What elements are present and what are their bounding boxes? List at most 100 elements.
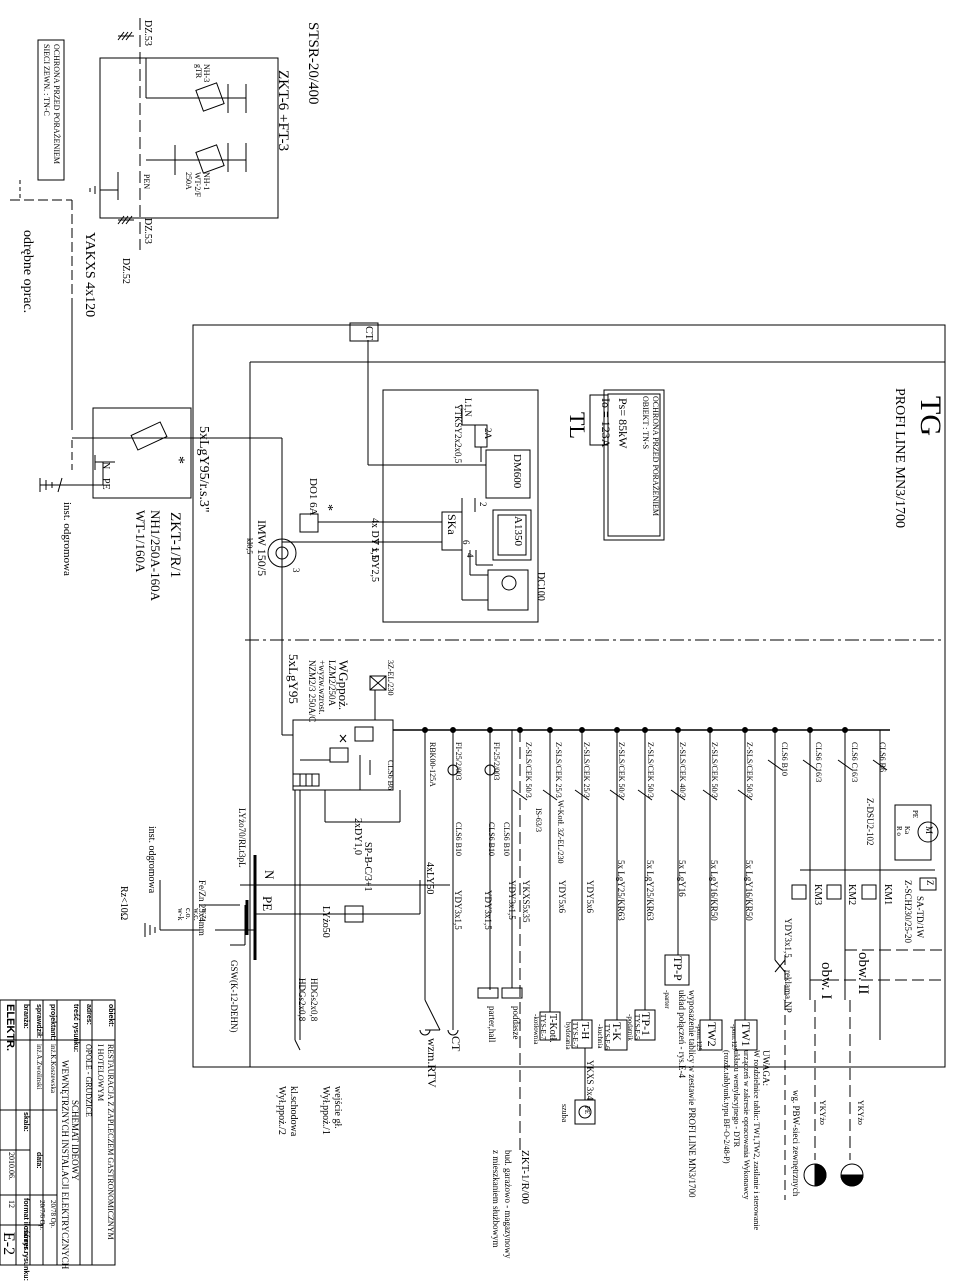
feeder-destination: TW2 — [705, 1022, 719, 1047]
dm600-box — [485, 449, 531, 499]
wgppoz-label: WGppoż. — [336, 660, 351, 711]
tb-nr2: 20/7/6 Op. — [38, 1200, 46, 1230]
motor-label: M — [924, 826, 934, 835]
wk-label: w-k — [176, 908, 185, 921]
tb-obiekt-2: I HOTELOWYM — [96, 1044, 105, 1102]
feeder-cable: 5x LgY25/KR63 — [616, 860, 626, 921]
a1350-box — [492, 509, 532, 561]
ez-relay-icon — [369, 675, 387, 691]
board-title: TG — [914, 396, 947, 436]
motor-pe-label: PE — [911, 810, 919, 819]
tb-spr-label: sprawdził: — [35, 1004, 42, 1039]
klat1-label: kl.schodowa — [288, 1086, 299, 1137]
fuse-nh3-icon — [195, 82, 225, 112]
board-power2: Io = 123A — [599, 398, 613, 448]
feeder-cable: 5x LgY16 — [677, 860, 687, 897]
km1-icon — [861, 884, 877, 900]
ydy3-label: YDY3x1,5 — [507, 880, 517, 920]
dz52-label: DZ.52 — [120, 258, 131, 284]
a1350-label: A1350 — [512, 516, 524, 546]
ez-label: 3Z-EL/230 — [386, 660, 395, 696]
separate-label: odrębne oprac. — [20, 230, 35, 314]
clock-icon — [501, 575, 517, 591]
pe-socket-label: PE — [583, 1106, 591, 1115]
tb-tresc-2: WEWNĘTRZNYCH INSTALACJI ELEKTRYCZNYCH — [60, 1060, 70, 1270]
tw2-box — [699, 1019, 723, 1051]
tkotl-sub: TYS-E-7 -kotłownia — [532, 1014, 547, 1045]
ydy1-label: YDY3x1,5 — [453, 890, 463, 930]
fi2-label: FI-25/2/003 — [492, 742, 501, 781]
tw1-box — [734, 1019, 758, 1051]
ykyo1-label: YKYżo — [856, 1100, 865, 1125]
lyzo-terminal-icon — [344, 905, 364, 923]
ct-box — [349, 322, 379, 342]
tb-data: 2010.06. — [7, 1152, 16, 1180]
protection-external-label1: OCHRONA PRZED PORAŻENIEM — [52, 44, 61, 165]
fuse-nh3-label: NH-3 gTR — [194, 64, 211, 83]
feeder-destination: TP-P — [671, 956, 685, 981]
fuse2a-label: 2A — [483, 428, 493, 439]
board-subtitle: PROFI LINE MN3/1700 — [892, 388, 907, 529]
zkt-fuse-icon — [130, 421, 168, 451]
circuit-b4: CLS6 B10 — [780, 742, 789, 777]
zkt-ground-label: inst. odgromowa — [61, 502, 73, 576]
wej2-label: Wył.ppoż./1 — [320, 1086, 331, 1135]
feeder-breaker: Z-SLS/CEK 50/3 — [710, 742, 719, 798]
fuse-nh1-label: NH-1 WT-2/F 250A — [184, 172, 211, 198]
feeder-destination: TP-1 — [639, 1012, 653, 1036]
tb-nrrys: E-2 — [0, 1232, 17, 1256]
tb-adres: OPOLE - GRUDZICE — [84, 1044, 93, 1117]
feeder-cable: 5x LgY16/KR50 — [744, 860, 754, 921]
wgppoz-l1: LZM2/250A — [327, 660, 337, 706]
th-box — [571, 1019, 593, 1049]
tb-tresc-label: treść rysunku: — [72, 1004, 79, 1053]
pen-label: PEN — [142, 174, 151, 190]
feeder-breaker: Z-SLS/CEK 25/3 — [582, 742, 591, 798]
th-sub: TYS-E-7 bydotania — [564, 1022, 579, 1050]
lyzo70-label: LYżo70/RLt3pL — [237, 808, 247, 868]
motor-ro-label: R o — [895, 826, 903, 836]
tkotl-box — [539, 1011, 561, 1041]
zkt1r-label3: z mieszkaniem służbowym — [491, 1150, 501, 1248]
feeder-columns — [424, 730, 888, 1150]
tl-n6: 6 — [461, 540, 471, 545]
zkt6-box — [99, 57, 279, 219]
ydy2-label: YDY3x1,5 — [483, 890, 493, 930]
tb-branza-label: branża: — [22, 1004, 29, 1029]
ska-label: SKa — [445, 514, 459, 535]
zkt-n-label: N — [100, 462, 111, 470]
tp1-box — [634, 1009, 656, 1041]
tp1-sub: TYS-E-5 -podatnik — [626, 1014, 641, 1041]
rz-label: Rz<10Ω — [118, 886, 129, 921]
cls6b6-label: CLS6 B6 — [386, 760, 395, 791]
tpp-box — [664, 954, 690, 986]
pe-bar-label: PE — [260, 896, 275, 912]
supply-section — [10, 18, 279, 470]
gsw-label: GSW(K-12-DEHN) — [229, 960, 239, 1033]
board-tg-frame — [192, 324, 946, 1068]
zkt-line3: WT-1/160A — [133, 510, 148, 573]
ct-lower-label: CT — [449, 1036, 463, 1052]
wc-label: w.c. — [192, 908, 201, 921]
zkt-line2: NH1/250A-160A — [148, 510, 163, 601]
wz-label: w.z. — [200, 908, 209, 921]
fi1-label: FI-25/2/003 — [454, 742, 463, 781]
board-protection: OCHRONA PRZED PORAŻENIEM — [651, 396, 660, 517]
main-cable-label: 5xLgY95/r.s.3" — [196, 426, 211, 513]
wgppoz-box — [292, 719, 394, 791]
feeder-breaker: Z-SLS/CEK 50/3 — [524, 742, 533, 798]
ct-label: CT — [363, 326, 375, 341]
protection-external-label2: SIECI ZEWN. : TN-C — [42, 44, 51, 116]
uwaga-line4: (rozdz.tablyunk.typu BF-O-2/48-P) — [722, 1050, 731, 1164]
km3-label: KM3 — [812, 884, 823, 906]
tb-proj-label: projektant: — [49, 1004, 56, 1041]
tl-n4: 4 — [465, 553, 475, 558]
board-protection-sub: OBIEKT : TN-S — [641, 396, 650, 450]
feeder-cable: YDY5x6 — [585, 880, 595, 913]
tb-format: 12 — [7, 1200, 16, 1208]
tpp-sub: -parter — [663, 990, 671, 1009]
tb-branza: ELEKTR. — [4, 1004, 16, 1052]
feeder-cable: 5x LgY16/KR50 — [709, 860, 719, 921]
tb-adres-label: adres: — [85, 1004, 92, 1026]
